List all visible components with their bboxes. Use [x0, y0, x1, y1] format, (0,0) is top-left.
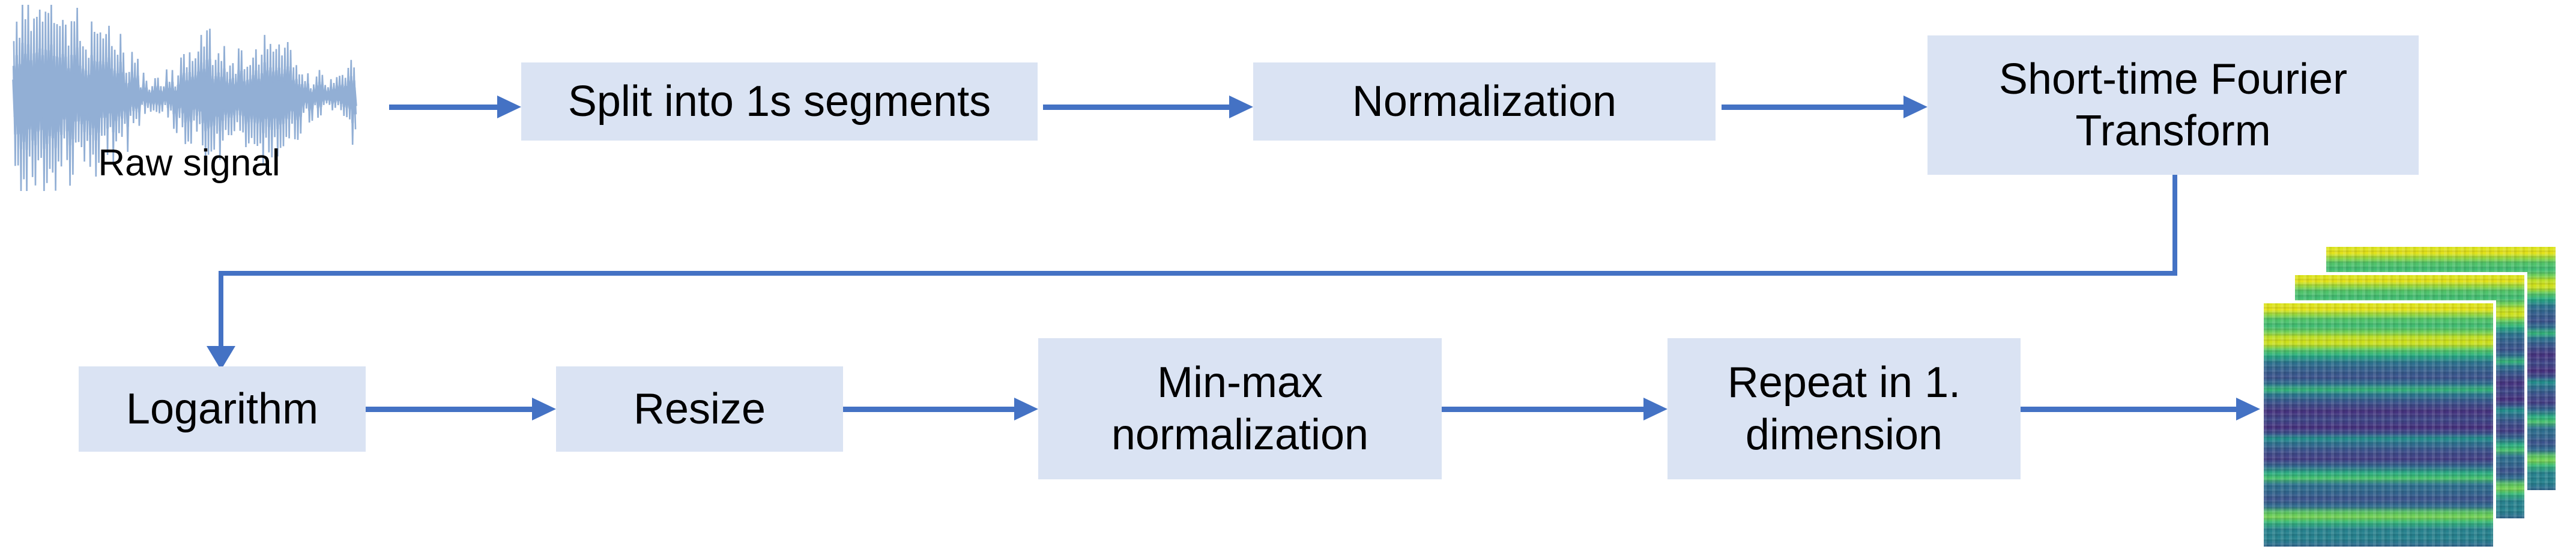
arrow-head-icon — [497, 96, 521, 118]
arrow-line — [2021, 407, 2237, 412]
node-normalization: Normalization — [1253, 62, 1716, 141]
node-repeat: Repeat in 1. dimension — [1667, 338, 2021, 479]
node-stft: Short-time Fourier Transform — [1927, 35, 2419, 175]
arrow-head-icon — [1903, 96, 1927, 118]
raw-signal-label: Raw signal — [98, 142, 280, 184]
arrow-head-icon — [532, 398, 556, 420]
arrow-line — [389, 105, 498, 110]
node-split: Split into 1s segments — [521, 62, 1038, 141]
arrow-head-icon — [1014, 398, 1038, 420]
waveform-icon — [12, 5, 357, 191]
arrow-line — [1043, 105, 1230, 110]
arrow-head-icon — [2236, 398, 2260, 420]
arrow-head-icon — [1229, 96, 1253, 118]
node-minmax: Min-max normalization — [1038, 338, 1442, 479]
arrow-line — [843, 407, 1015, 412]
arrow-line — [366, 407, 533, 412]
arrow-head-icon — [1643, 398, 1667, 420]
arrow-line — [219, 271, 2177, 276]
node-resize: Resize — [556, 366, 843, 452]
arrow-line — [1442, 407, 1645, 412]
arrow-head-icon — [207, 346, 235, 370]
arrow-line — [1722, 105, 1905, 110]
node-logarithm: Logarithm — [79, 366, 366, 452]
arrow-line — [2172, 175, 2177, 276]
spectrogram-layer-front — [2261, 300, 2496, 550]
arrow-line — [219, 271, 223, 347]
